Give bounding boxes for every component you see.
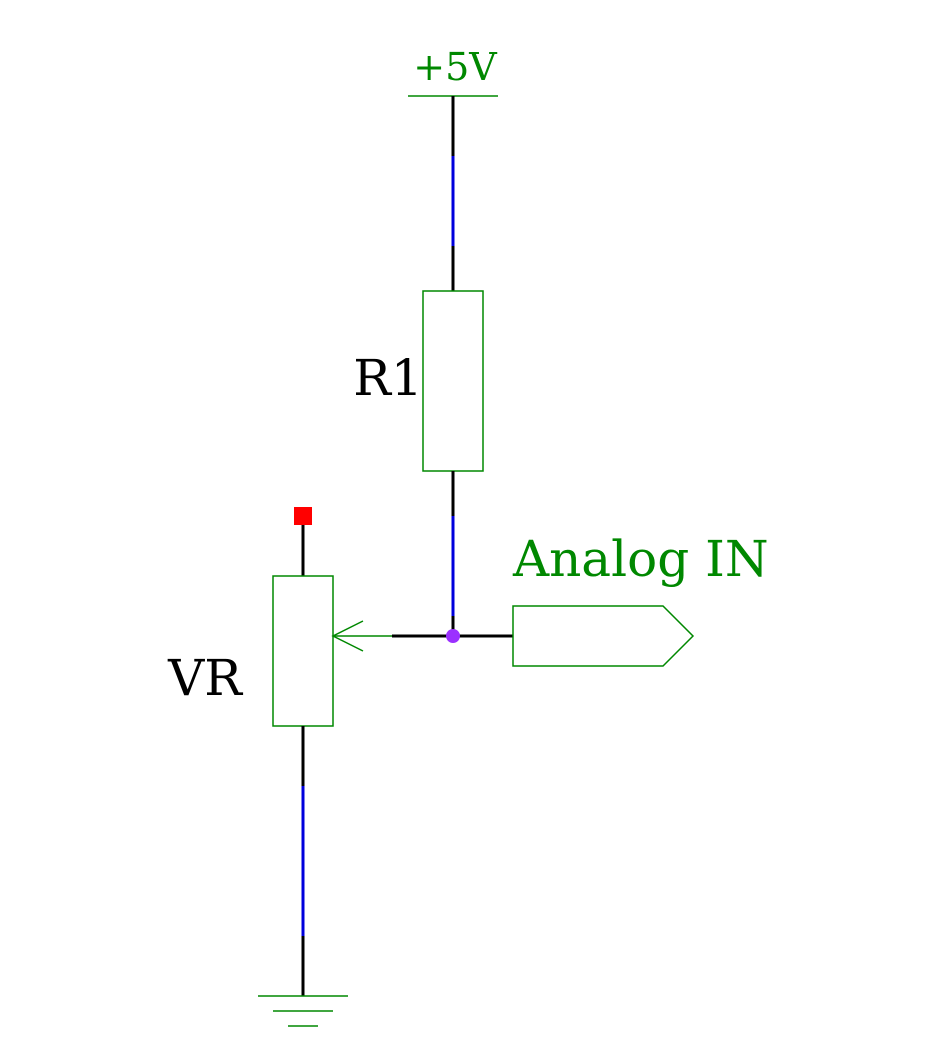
ground-symbol [258,995,348,1027]
port-analog-in-label: Analog IN [512,530,769,588]
potentiometer-vr-body [272,575,334,727]
resistor-r1-body [422,290,484,472]
power-symbol-label: +5V [413,45,497,89]
unconnected-pin-marker[interactable] [294,507,312,525]
junction-dot[interactable] [446,629,460,643]
potentiometer-vr[interactable]: VR [167,575,392,727]
resistor-r1[interactable]: R1 [353,290,484,472]
potentiometer-wiper-arrow [331,620,364,652]
power-symbol-5v: +5V [408,45,498,97]
port-analog-in-shape [512,605,695,667]
port-analog-in[interactable]: Analog IN [512,530,769,667]
resistor-r1-label: R1 [353,349,422,407]
potentiometer-vr-label: VR [167,649,243,707]
